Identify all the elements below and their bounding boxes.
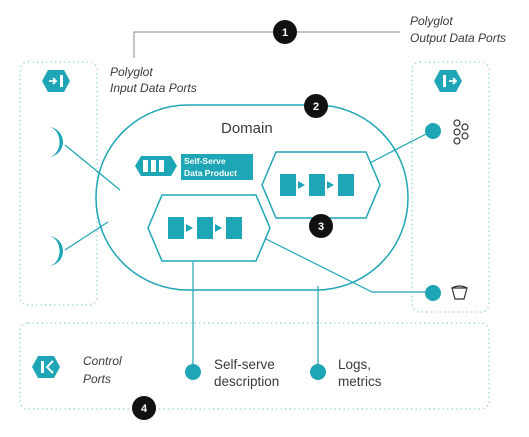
ssdp-label-bg bbox=[181, 154, 253, 180]
input-label-leader bbox=[133, 31, 285, 58]
input-ports-label-line2: Input Data Ports bbox=[110, 81, 197, 95]
connector-storage bbox=[255, 233, 432, 293]
output-ports-label-line2: Output Data Ports bbox=[410, 31, 506, 45]
pipeline-hex-lower bbox=[147, 194, 271, 262]
control-ports-box bbox=[19, 322, 490, 410]
self-serve-description-port bbox=[185, 364, 201, 380]
output-ports-label-line1: Polyglot bbox=[410, 14, 453, 28]
input-ports-label-line1: Polyglot bbox=[110, 65, 153, 79]
bucket-icon bbox=[451, 285, 468, 300]
control-ports-label-line2: Ports bbox=[83, 372, 111, 386]
connector-moon-bottom bbox=[64, 221, 109, 251]
stream-cluster-icon bbox=[453, 119, 469, 145]
domain-label: Domain bbox=[221, 120, 273, 137]
logs-metrics-port bbox=[310, 364, 326, 380]
ssdp-label-line2: Data Product bbox=[184, 168, 237, 178]
control-ports-label-line1: Control bbox=[83, 354, 122, 368]
self-serve-description-line1: Self-serve bbox=[214, 357, 275, 372]
badge-2: 2 bbox=[304, 94, 328, 118]
bar-arrow-out-icon bbox=[434, 70, 462, 92]
crescent-socket-icon bbox=[48, 127, 63, 157]
control-k-icon bbox=[32, 356, 60, 378]
pipeline-icon bbox=[135, 156, 177, 176]
output-stream-port bbox=[425, 123, 441, 139]
svg-text:3: 3 bbox=[318, 221, 324, 233]
output-storage-port bbox=[425, 285, 441, 301]
logs-metrics-line2: metrics bbox=[338, 374, 382, 389]
badge-3: 3 bbox=[309, 214, 333, 238]
svg-text:4: 4 bbox=[141, 403, 148, 415]
svg-text:1: 1 bbox=[282, 27, 288, 39]
ssdp-label-line1: Self-Serve bbox=[184, 156, 226, 166]
badge-1: 1 bbox=[273, 20, 297, 44]
connector-stream bbox=[361, 130, 433, 168]
arrow-into-bar-icon bbox=[42, 70, 70, 92]
logs-metrics-line1: Logs, bbox=[338, 357, 371, 372]
connector-moon-top bbox=[64, 144, 121, 191]
pipeline-hex-upper bbox=[261, 151, 381, 219]
crescent-socket-icon bbox=[48, 235, 64, 266]
badge-4: 4 bbox=[132, 396, 156, 420]
svg-text:2: 2 bbox=[313, 101, 319, 113]
self-serve-description-line2: description bbox=[214, 374, 279, 389]
output-ports-box bbox=[411, 61, 490, 313]
input-ports-box bbox=[19, 61, 98, 306]
